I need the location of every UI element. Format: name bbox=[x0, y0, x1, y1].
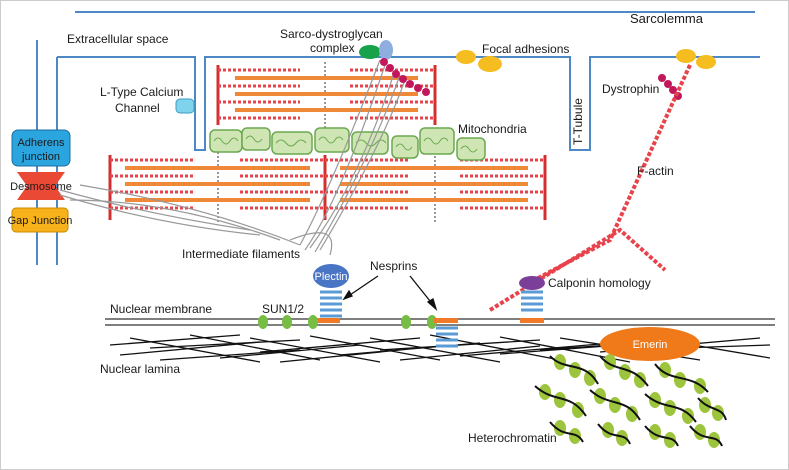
nesprin-coil-left bbox=[320, 290, 342, 318]
focal-adhesion-4 bbox=[696, 55, 716, 69]
l-type-label-2: Channel bbox=[115, 101, 160, 115]
nuclear-membrane-label: Nuclear membrane bbox=[110, 302, 212, 316]
nesprin-coil-right bbox=[521, 290, 543, 312]
sarco-dystroglycan-label-1: Sarco-dystroglycan bbox=[280, 27, 383, 41]
nesprin-bar-left bbox=[318, 318, 340, 323]
plectin-label: Plectin bbox=[314, 271, 347, 283]
sun-proteins bbox=[258, 315, 437, 329]
intermediate-filaments bbox=[59, 59, 406, 256]
heterochromatin-cluster bbox=[534, 354, 727, 448]
gap-junction-label: Gap Junction bbox=[8, 215, 73, 227]
focal-adhesion-2 bbox=[478, 56, 502, 72]
focal-adhesion-3 bbox=[676, 49, 696, 63]
desmosome-shape bbox=[17, 172, 65, 200]
sun12-label: SUN1/2 bbox=[262, 302, 304, 316]
nesprin-coil-middle bbox=[436, 326, 458, 348]
l-type-calcium-channel bbox=[175, 98, 195, 114]
nuclear-lamina-label: Nuclear lamina bbox=[100, 362, 180, 376]
sarcolemma-label: Sarcolemma bbox=[630, 11, 704, 26]
calponin-homology-shape bbox=[519, 276, 545, 290]
nesprin-bar-middle bbox=[434, 318, 458, 323]
intermediate-filaments-label: Intermediate filaments bbox=[182, 247, 300, 261]
plectin-shape bbox=[313, 264, 349, 288]
mitochondria-group bbox=[209, 127, 486, 161]
extracellular-space-label: Extracellular space bbox=[67, 32, 169, 46]
mitochondria-label: Mitochondria bbox=[458, 122, 527, 136]
nuclear-lamina-mesh bbox=[109, 334, 771, 363]
sarco-dystroglycan-label-2: complex bbox=[310, 41, 355, 55]
calponin-homology-label: Calponin homology bbox=[548, 276, 651, 290]
l-type-label-1: L-Type Calcium bbox=[100, 85, 183, 99]
sarcoglycan-shape bbox=[359, 45, 381, 59]
emerin-shape bbox=[600, 327, 700, 361]
heterochromatin-label: Heterochromatin bbox=[468, 431, 557, 445]
nesprin-bar-right bbox=[520, 318, 544, 323]
dystrophin-beads-left bbox=[380, 58, 430, 96]
f-actin-label: F-actin bbox=[637, 164, 674, 178]
nesprins-label: Nesprins bbox=[370, 259, 417, 273]
gap-junction bbox=[11, 207, 69, 233]
adherens-label-2: junction bbox=[21, 151, 60, 163]
t-tubule-label: T-Tubule bbox=[571, 98, 585, 145]
adherens-junction bbox=[11, 129, 71, 167]
dystrophin-label: Dystrophin bbox=[602, 82, 659, 96]
dystroglycan-shape bbox=[379, 40, 393, 60]
focal-adhesions-label: Focal adhesions bbox=[482, 42, 569, 56]
nesprins-arrows bbox=[342, 275, 438, 311]
emerin-label: Emerin bbox=[633, 339, 668, 351]
adherens-label-1: Adherens bbox=[17, 137, 65, 149]
focal-adhesion-1 bbox=[456, 50, 476, 64]
desmosome-label: Desmosome bbox=[10, 181, 72, 193]
sarcomere-lower bbox=[108, 152, 547, 222]
